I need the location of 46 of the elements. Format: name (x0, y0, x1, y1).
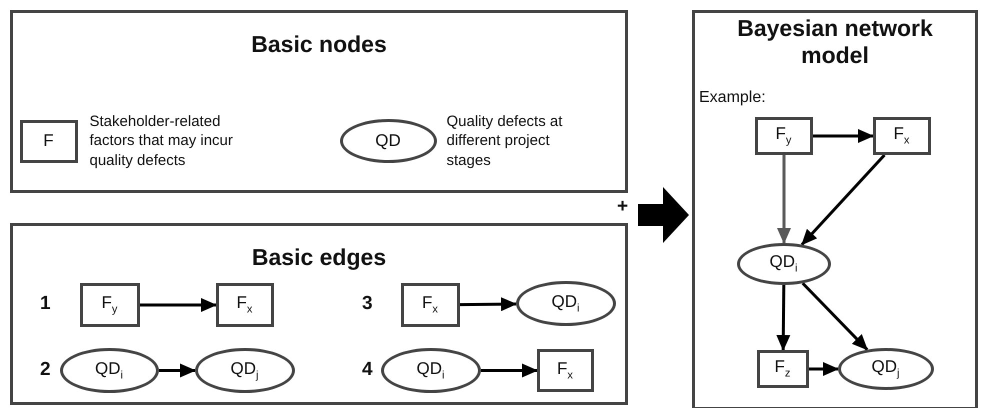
node-label: F$_{z}$ (774, 357, 790, 380)
factor-node (80, 282, 140, 326)
factor-node (400, 282, 460, 326)
factor-node (872, 116, 930, 154)
subheading: Example: (699, 89, 766, 107)
node-label: F$_{y}$ (102, 293, 118, 316)
factor-node (756, 350, 808, 388)
node-label: QD$_{j}$ (230, 358, 258, 382)
row-number: 4 (362, 359, 373, 381)
panel-title: Basic edges (250, 244, 388, 271)
node-label: F$_{y}$ (776, 124, 792, 147)
node-label: F$_{x}$ (557, 358, 573, 382)
node-label: QD$_{i}$ (416, 358, 444, 382)
arrow (809, 362, 839, 376)
factor-node (20, 120, 78, 162)
node-label: QD$_{i}$ (552, 292, 580, 314)
node-label: F (43, 131, 54, 151)
factor-node (536, 348, 594, 392)
arrow (777, 155, 791, 244)
row-number: 2 (40, 359, 51, 381)
panel-box (692, 10, 978, 408)
arrow (813, 129, 874, 143)
node-label: QD$_{i}$ (95, 358, 123, 382)
panel-title: Basic nodes (250, 31, 388, 58)
arrow (776, 284, 790, 351)
node-label: QD (375, 130, 401, 150)
node-label: F$_{x}$ (422, 293, 438, 316)
arrow (140, 298, 217, 312)
factor-node (754, 116, 812, 154)
node-label: F$_{x}$ (236, 293, 252, 316)
block-arrow (638, 187, 689, 243)
row-number: 3 (362, 293, 373, 315)
arrow (159, 364, 196, 378)
node-label: F$_{x}$ (894, 124, 910, 147)
node-description: Quality defects at different project stages (446, 112, 564, 170)
node-label: QD$_{i}$ (770, 252, 798, 275)
panel-title: Bayesian network model (736, 15, 934, 69)
plus-sign: + (617, 196, 628, 218)
panel-box (10, 223, 628, 405)
factor-node (216, 282, 274, 326)
panel-box (10, 10, 628, 193)
row-number: 1 (40, 293, 51, 315)
arrow (460, 297, 518, 312)
arrow (481, 364, 538, 378)
node-label: QD$_{j}$ (872, 357, 900, 380)
node-description: Stakeholder-related factors that may incur quality defects (90, 112, 234, 170)
